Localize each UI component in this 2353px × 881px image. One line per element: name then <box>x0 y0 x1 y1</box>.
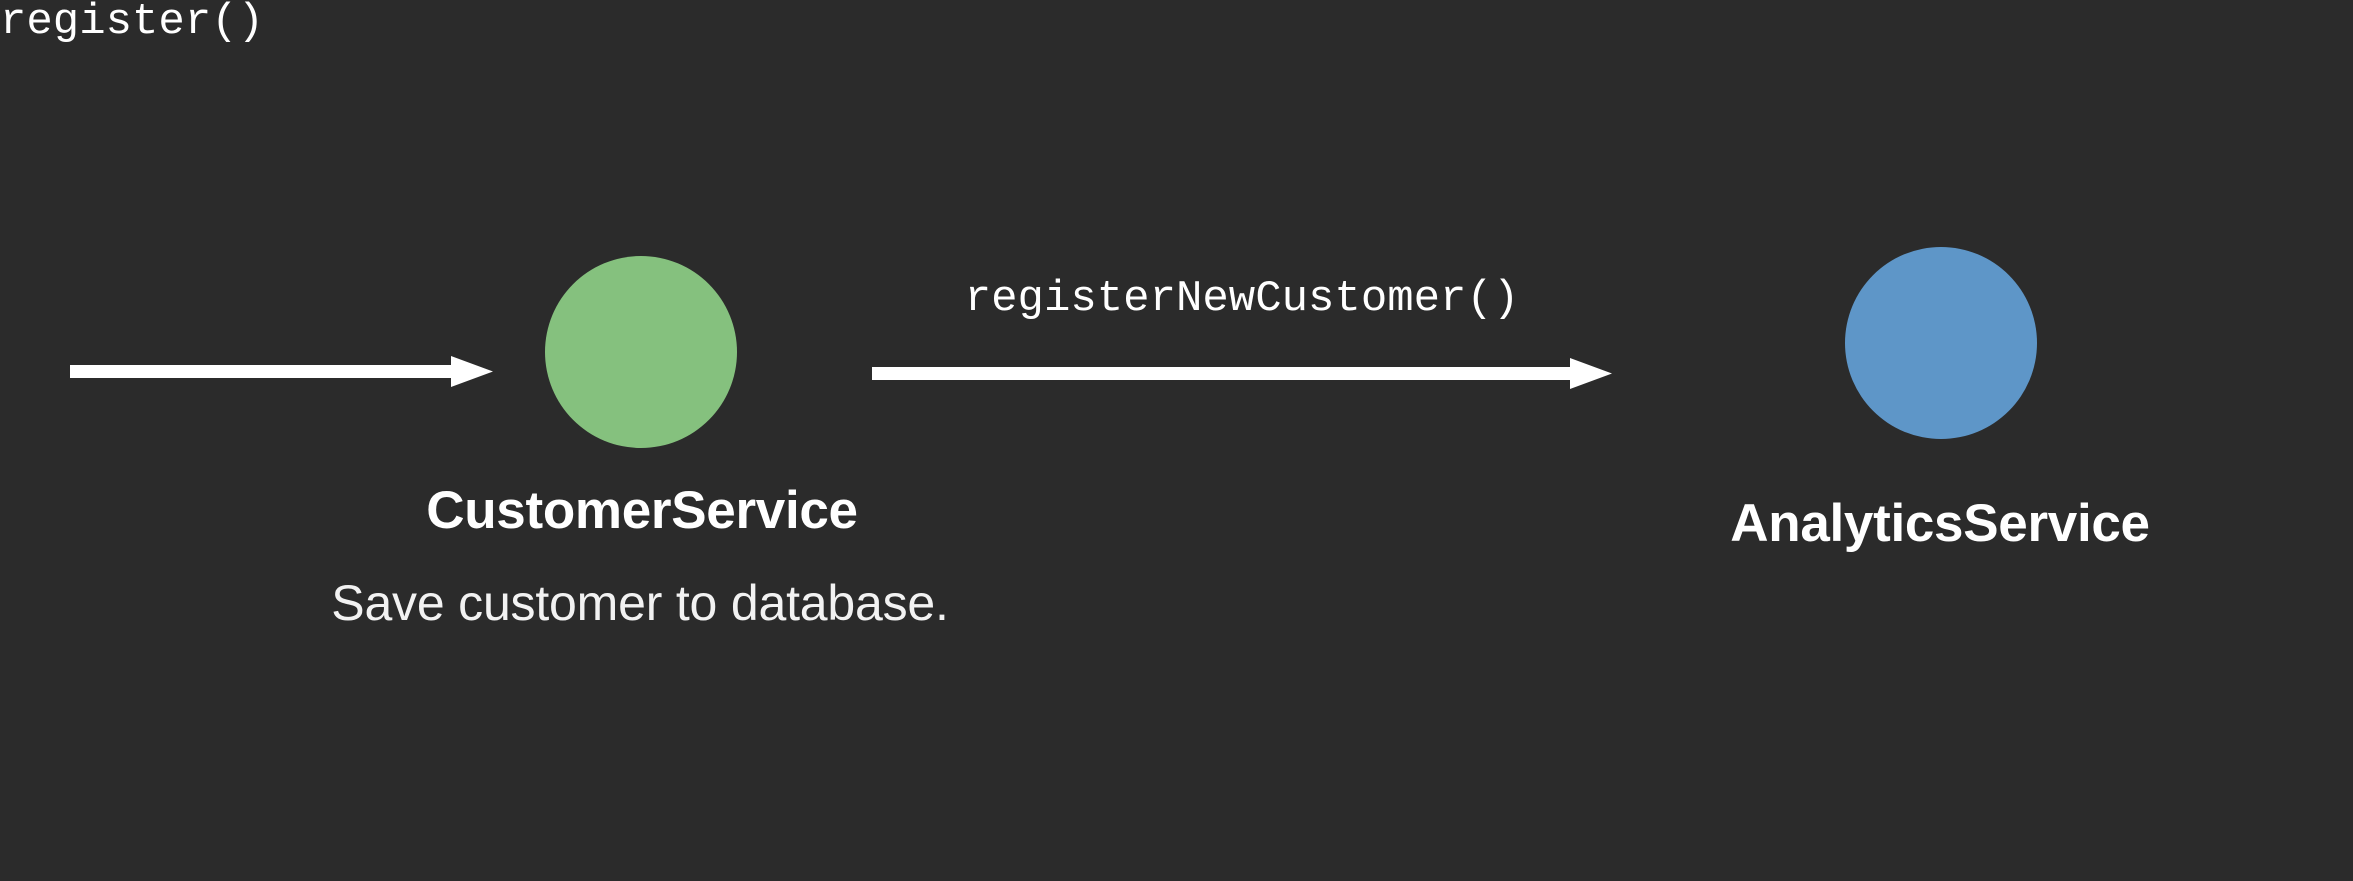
arrow-register-new-customer <box>872 358 1612 390</box>
arrow-label-register: register() <box>0 0 265 47</box>
customer-service-sublabel: Save customer to database. <box>331 575 949 631</box>
analytics-service-label: AnalyticsService <box>1730 494 2150 553</box>
arrow-register-icon <box>70 356 493 387</box>
arrow-label-register-new-customer: registerNewCustomer() <box>964 274 1520 324</box>
arrow-register-new-customer-icon <box>872 358 1612 389</box>
customer-service-label: CustomerService <box>426 481 858 540</box>
analytics-service-circle[interactable] <box>1845 247 2037 439</box>
customer-service-circle[interactable] <box>545 256 737 448</box>
arrow-register <box>70 356 493 388</box>
